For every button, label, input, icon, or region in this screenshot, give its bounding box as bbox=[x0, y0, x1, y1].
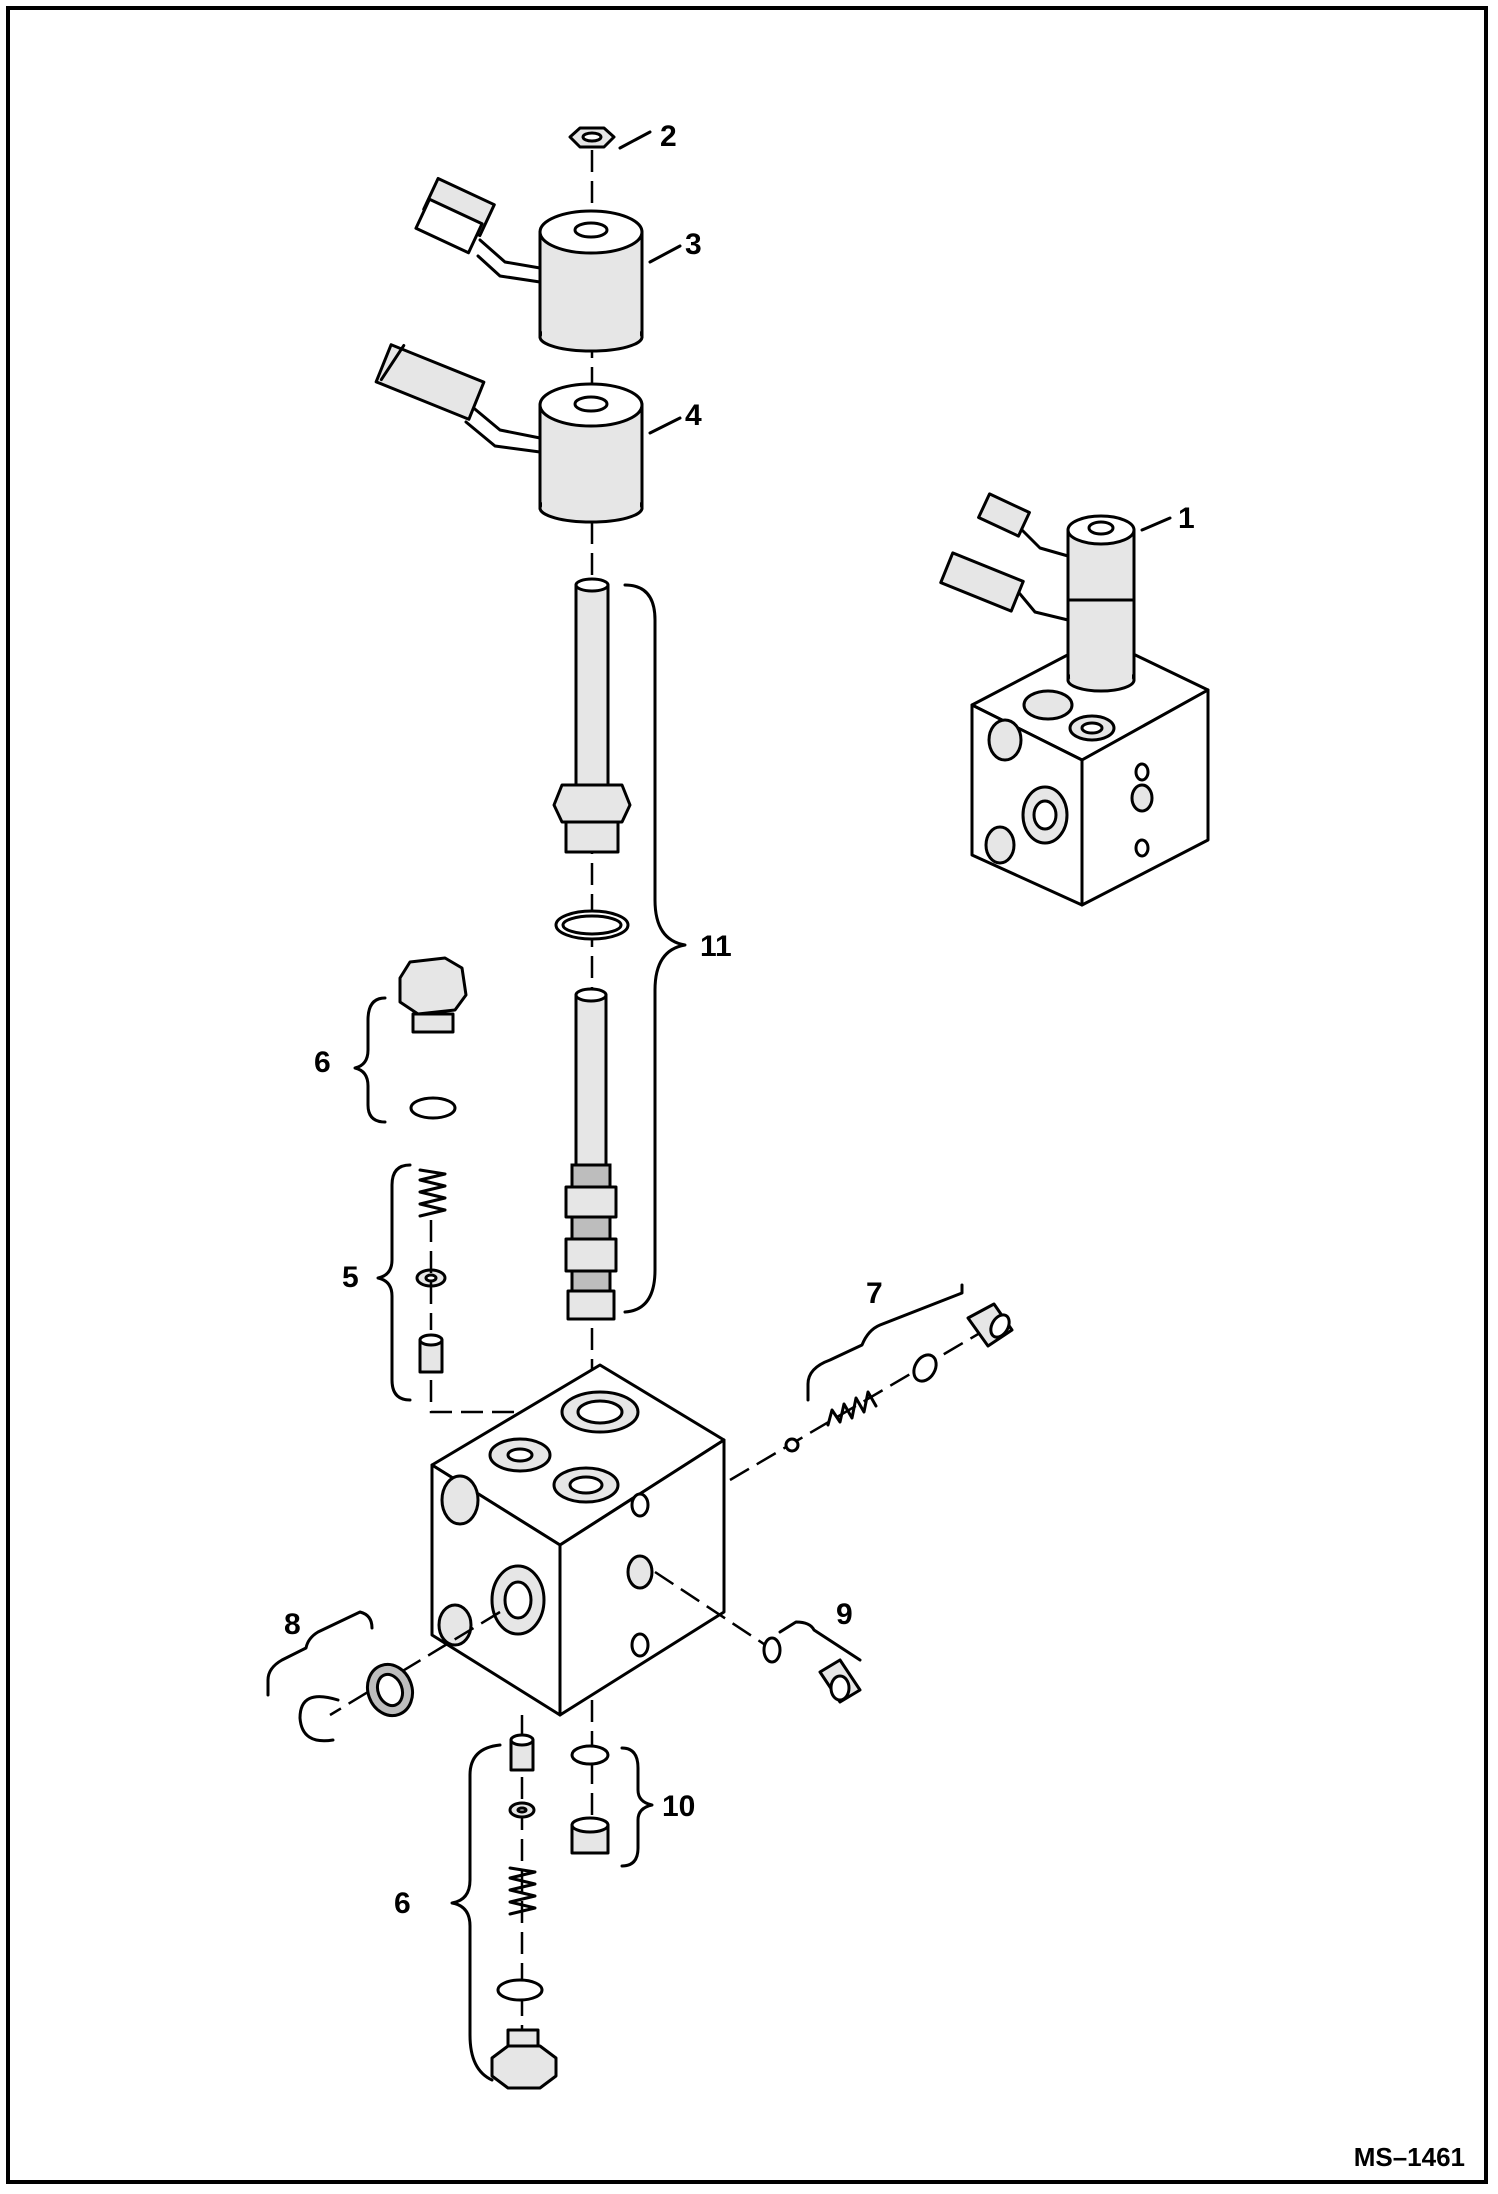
part-8-snap-ring bbox=[298, 1695, 340, 1743]
part-11-o-ring bbox=[554, 909, 630, 941]
part-7-ball bbox=[784, 1437, 800, 1453]
bracket-8 bbox=[266, 1610, 374, 1697]
bracket-10 bbox=[620, 1746, 654, 1868]
callout-3: 3 bbox=[685, 228, 702, 261]
part-6-lower-washer bbox=[508, 1801, 536, 1819]
part-9-o-ring bbox=[762, 1636, 782, 1664]
part-7-spring bbox=[826, 1390, 878, 1427]
part-6-lower-o-ring bbox=[496, 1978, 544, 2002]
bracket-6-upper bbox=[353, 996, 387, 1124]
callout-6-upper: 6 bbox=[314, 1046, 331, 1079]
part-7-o-ring bbox=[912, 1353, 938, 1383]
part-11-spool bbox=[564, 987, 618, 1321]
callout-2: 2 bbox=[660, 120, 677, 153]
part-3-upper-coil bbox=[414, 176, 682, 353]
part-8-axis bbox=[329, 1610, 501, 1717]
callout-5: 5 bbox=[342, 1261, 359, 1294]
valve-block bbox=[430, 1363, 726, 1717]
part-8-screen bbox=[365, 1662, 415, 1718]
part-9-plug bbox=[818, 1658, 862, 1704]
part-7-axis bbox=[729, 1328, 986, 1482]
callout-1: 1 bbox=[1178, 502, 1195, 535]
part-10-plug bbox=[570, 1816, 610, 1855]
part-5-leader bbox=[429, 1220, 524, 1450]
bracket-6-lower bbox=[450, 1743, 502, 2082]
part-5-poppet bbox=[418, 1333, 444, 1374]
drawing-frame bbox=[6, 6, 1488, 2184]
callout-8: 8 bbox=[284, 1608, 301, 1641]
drawing-code: MS–1461 bbox=[1354, 2142, 1465, 2172]
part-6-lower-spring bbox=[508, 1866, 537, 1916]
part-4-lower-coil bbox=[374, 343, 682, 524]
callout-4: 4 bbox=[685, 399, 702, 432]
bracket-5 bbox=[376, 1163, 412, 1402]
bracket-9 bbox=[778, 1620, 862, 1662]
callout-11: 11 bbox=[700, 930, 732, 963]
part-6-lower-plug bbox=[490, 2028, 558, 2090]
part-11-cartridge-stem bbox=[552, 577, 632, 854]
part-6-upper-plug bbox=[398, 956, 468, 1120]
part-6-lower-poppet bbox=[509, 1733, 535, 1772]
part-1-assembled-valve bbox=[939, 492, 1210, 907]
part-5-spring bbox=[418, 1168, 447, 1218]
callout-7: 7 bbox=[866, 1277, 883, 1310]
bracket-7 bbox=[806, 1283, 964, 1402]
part-2-nut bbox=[568, 126, 652, 150]
bracket-11 bbox=[623, 583, 687, 1314]
part-7-plug bbox=[966, 1302, 1014, 1348]
part-10-o-ring bbox=[570, 1744, 610, 1766]
callout-10: 10 bbox=[662, 1790, 695, 1823]
part-9-axis bbox=[654, 1570, 771, 1650]
callout-6-lower: 6 bbox=[394, 1887, 411, 1920]
callout-9: 9 bbox=[836, 1598, 853, 1631]
